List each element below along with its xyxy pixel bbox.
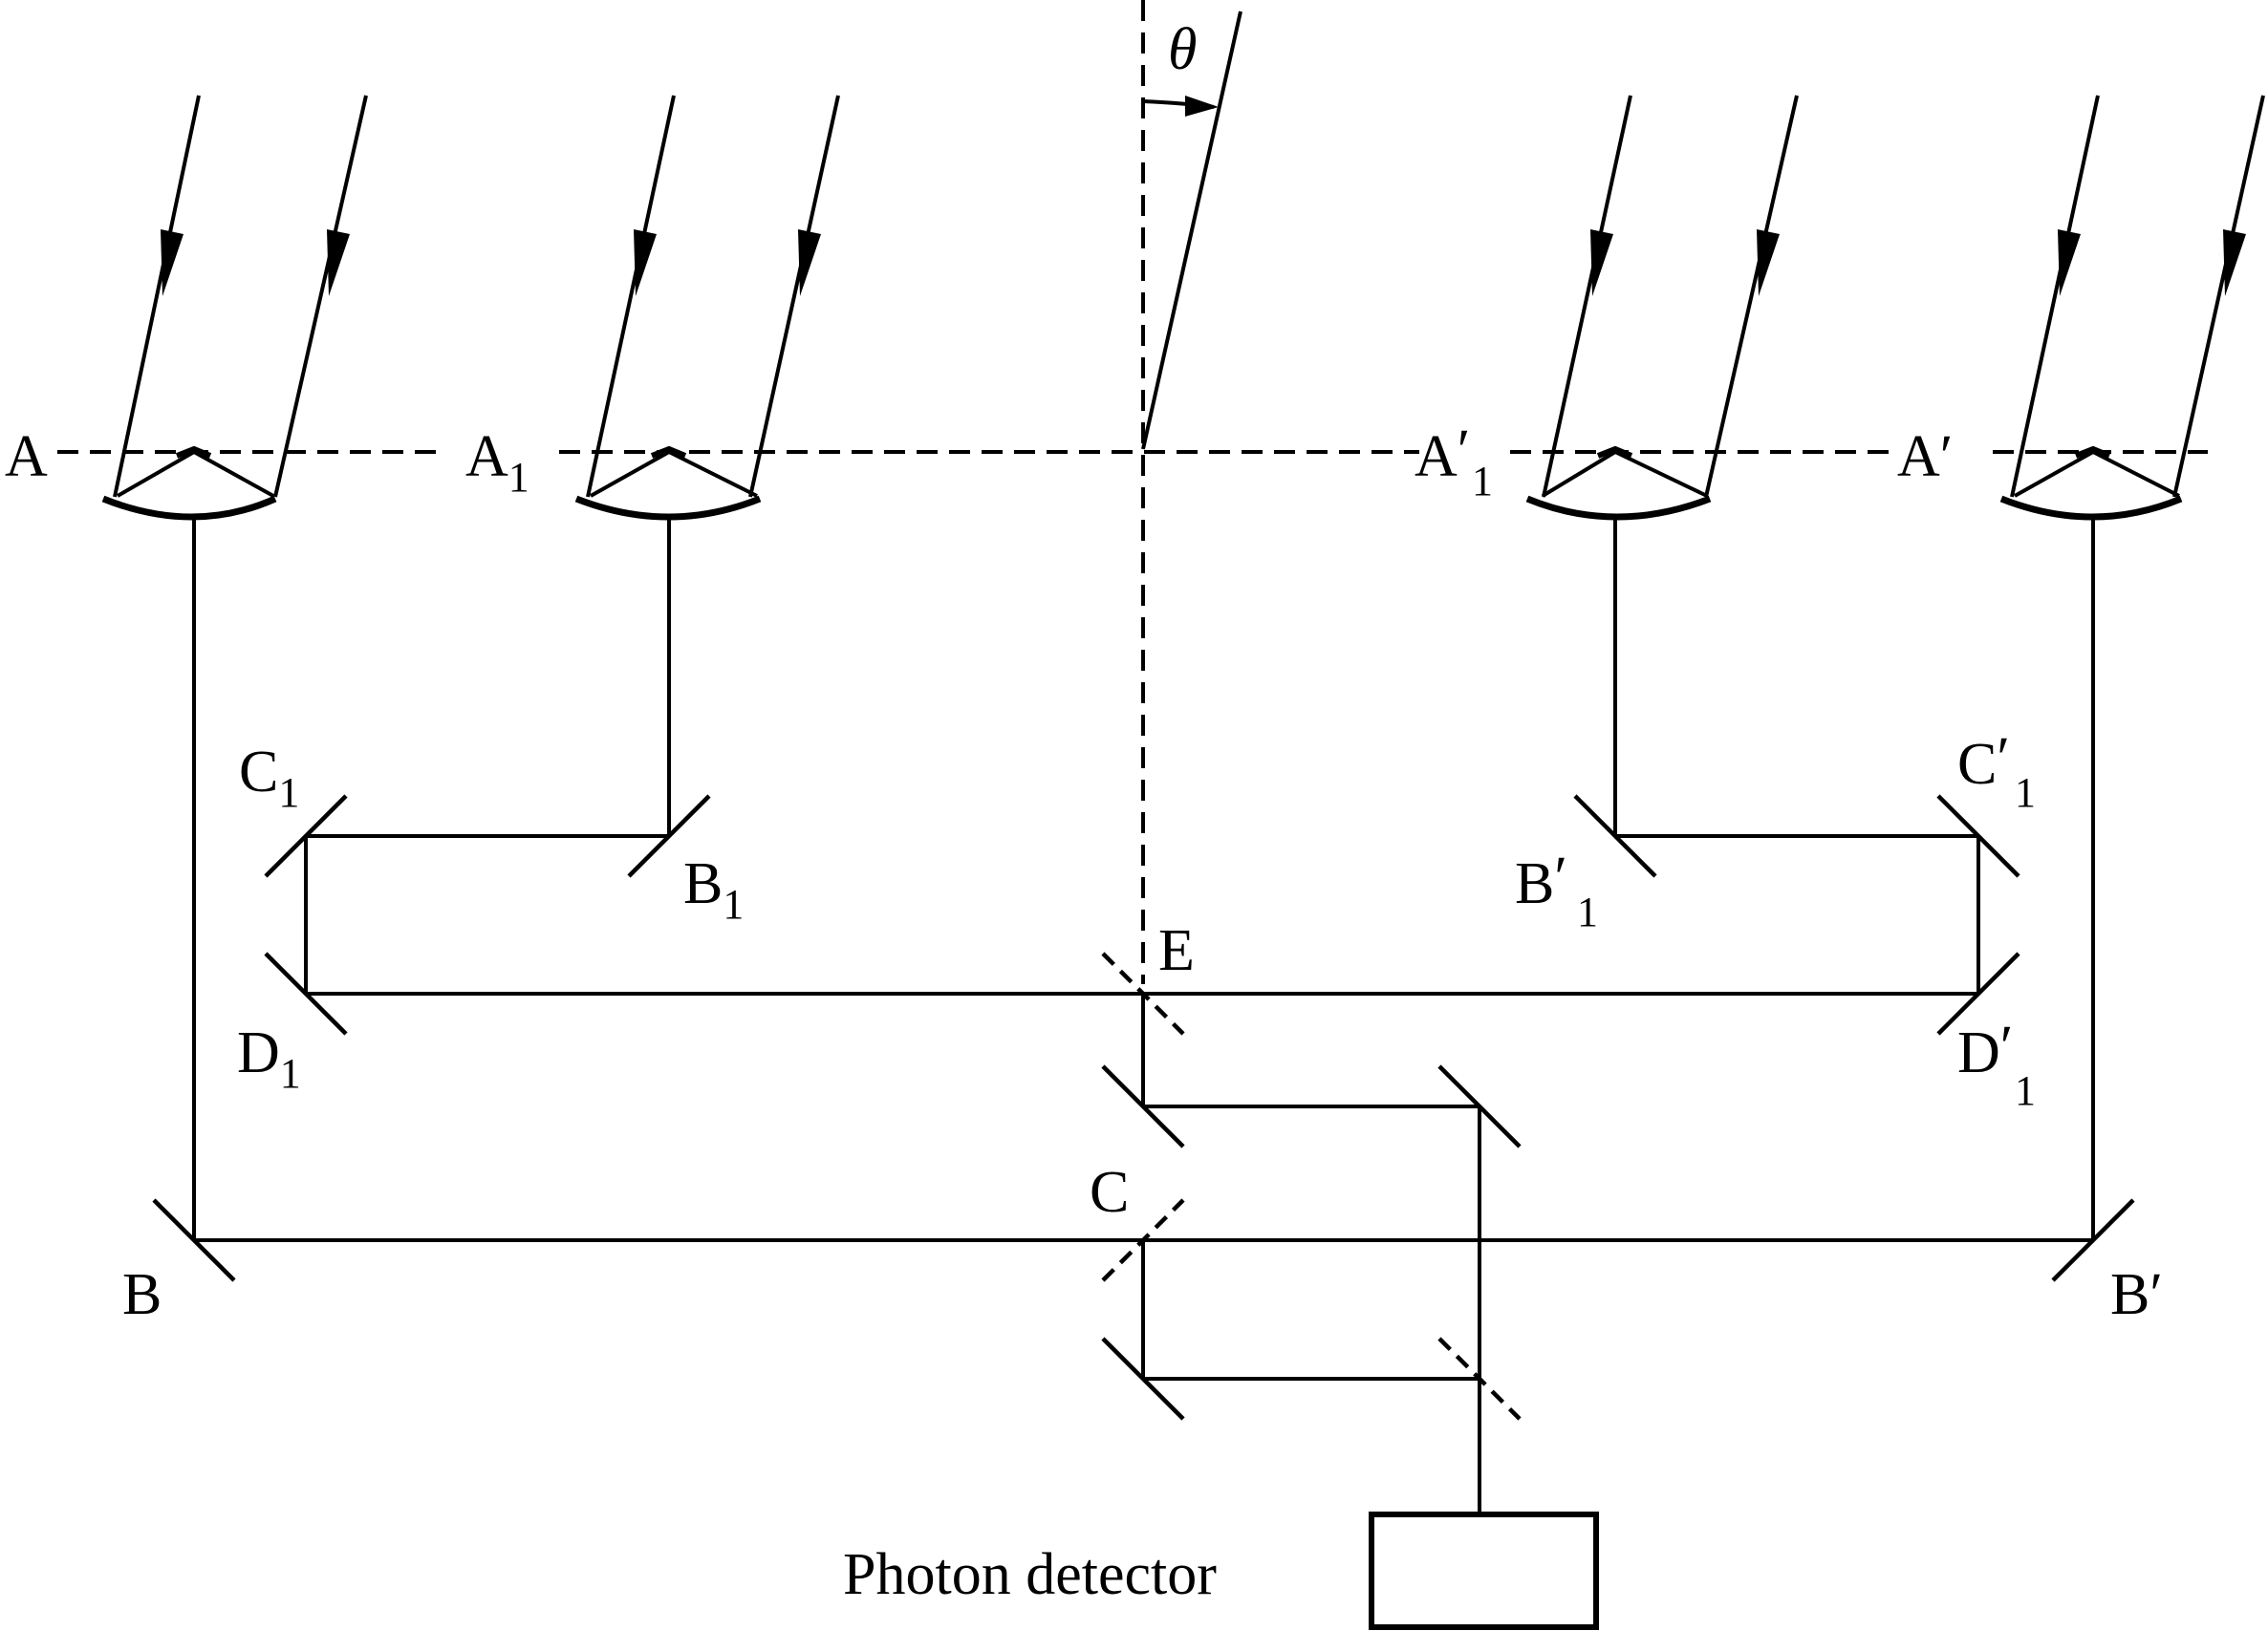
label-C1-prime: C′1: [1957, 726, 2036, 816]
telescope-A-prime: [1999, 95, 2265, 1240]
label-C1: C1: [239, 740, 299, 816]
label-B1-prime: B′1: [1515, 846, 1598, 935]
mirror-B1: [627, 794, 711, 878]
label-A-prime: A′: [1897, 424, 1953, 489]
label-C: C: [1090, 1160, 1129, 1225]
mirror-C1: [264, 794, 348, 878]
label-B-prime: B′: [2110, 1262, 2163, 1327]
beam-splitter-final: [1437, 1337, 1522, 1421]
label-theta: θ: [1168, 17, 1197, 82]
mirror-right-upper: [1437, 1064, 1522, 1148]
inner-beam-path: [304, 834, 1980, 1514]
mirror-lower-center-1: [1101, 1064, 1185, 1148]
label-D1-prime: D′1: [1957, 1015, 2036, 1114]
label-A: A: [5, 424, 48, 489]
mirrors: [152, 794, 2135, 1421]
telescope-A1-prime: [1525, 95, 1799, 836]
mirror-B1-prime: [1573, 794, 1657, 878]
telescope-A: [101, 95, 368, 1240]
mirror-B: [152, 1198, 236, 1282]
label-photon-detector: Photon detector: [843, 1542, 1217, 1607]
theta-indicator: [1141, 11, 1242, 450]
telescope-A1: [574, 95, 840, 836]
label-A1: A1: [465, 424, 529, 501]
label-B1: B1: [683, 851, 744, 928]
label-D1: D1: [237, 1020, 301, 1097]
mirror-C1-prime: [1936, 794, 2020, 878]
label-A1-prime: A′1: [1415, 418, 1493, 504]
mirror-D1-prime: [1936, 952, 2020, 1036]
label-E: E: [1158, 918, 1195, 983]
beam-splitter-E: [1101, 952, 1185, 1036]
mirror-D1: [264, 952, 348, 1036]
beam-splitter-C: [1101, 1198, 1185, 1282]
outer-beam-path: [194, 1238, 2093, 1381]
mirror-B-prime: [2051, 1198, 2135, 1282]
mirror-lower-center-2: [1101, 1337, 1185, 1421]
photon-detector-box: [1369, 1512, 1599, 1630]
label-B: B: [122, 1262, 162, 1327]
